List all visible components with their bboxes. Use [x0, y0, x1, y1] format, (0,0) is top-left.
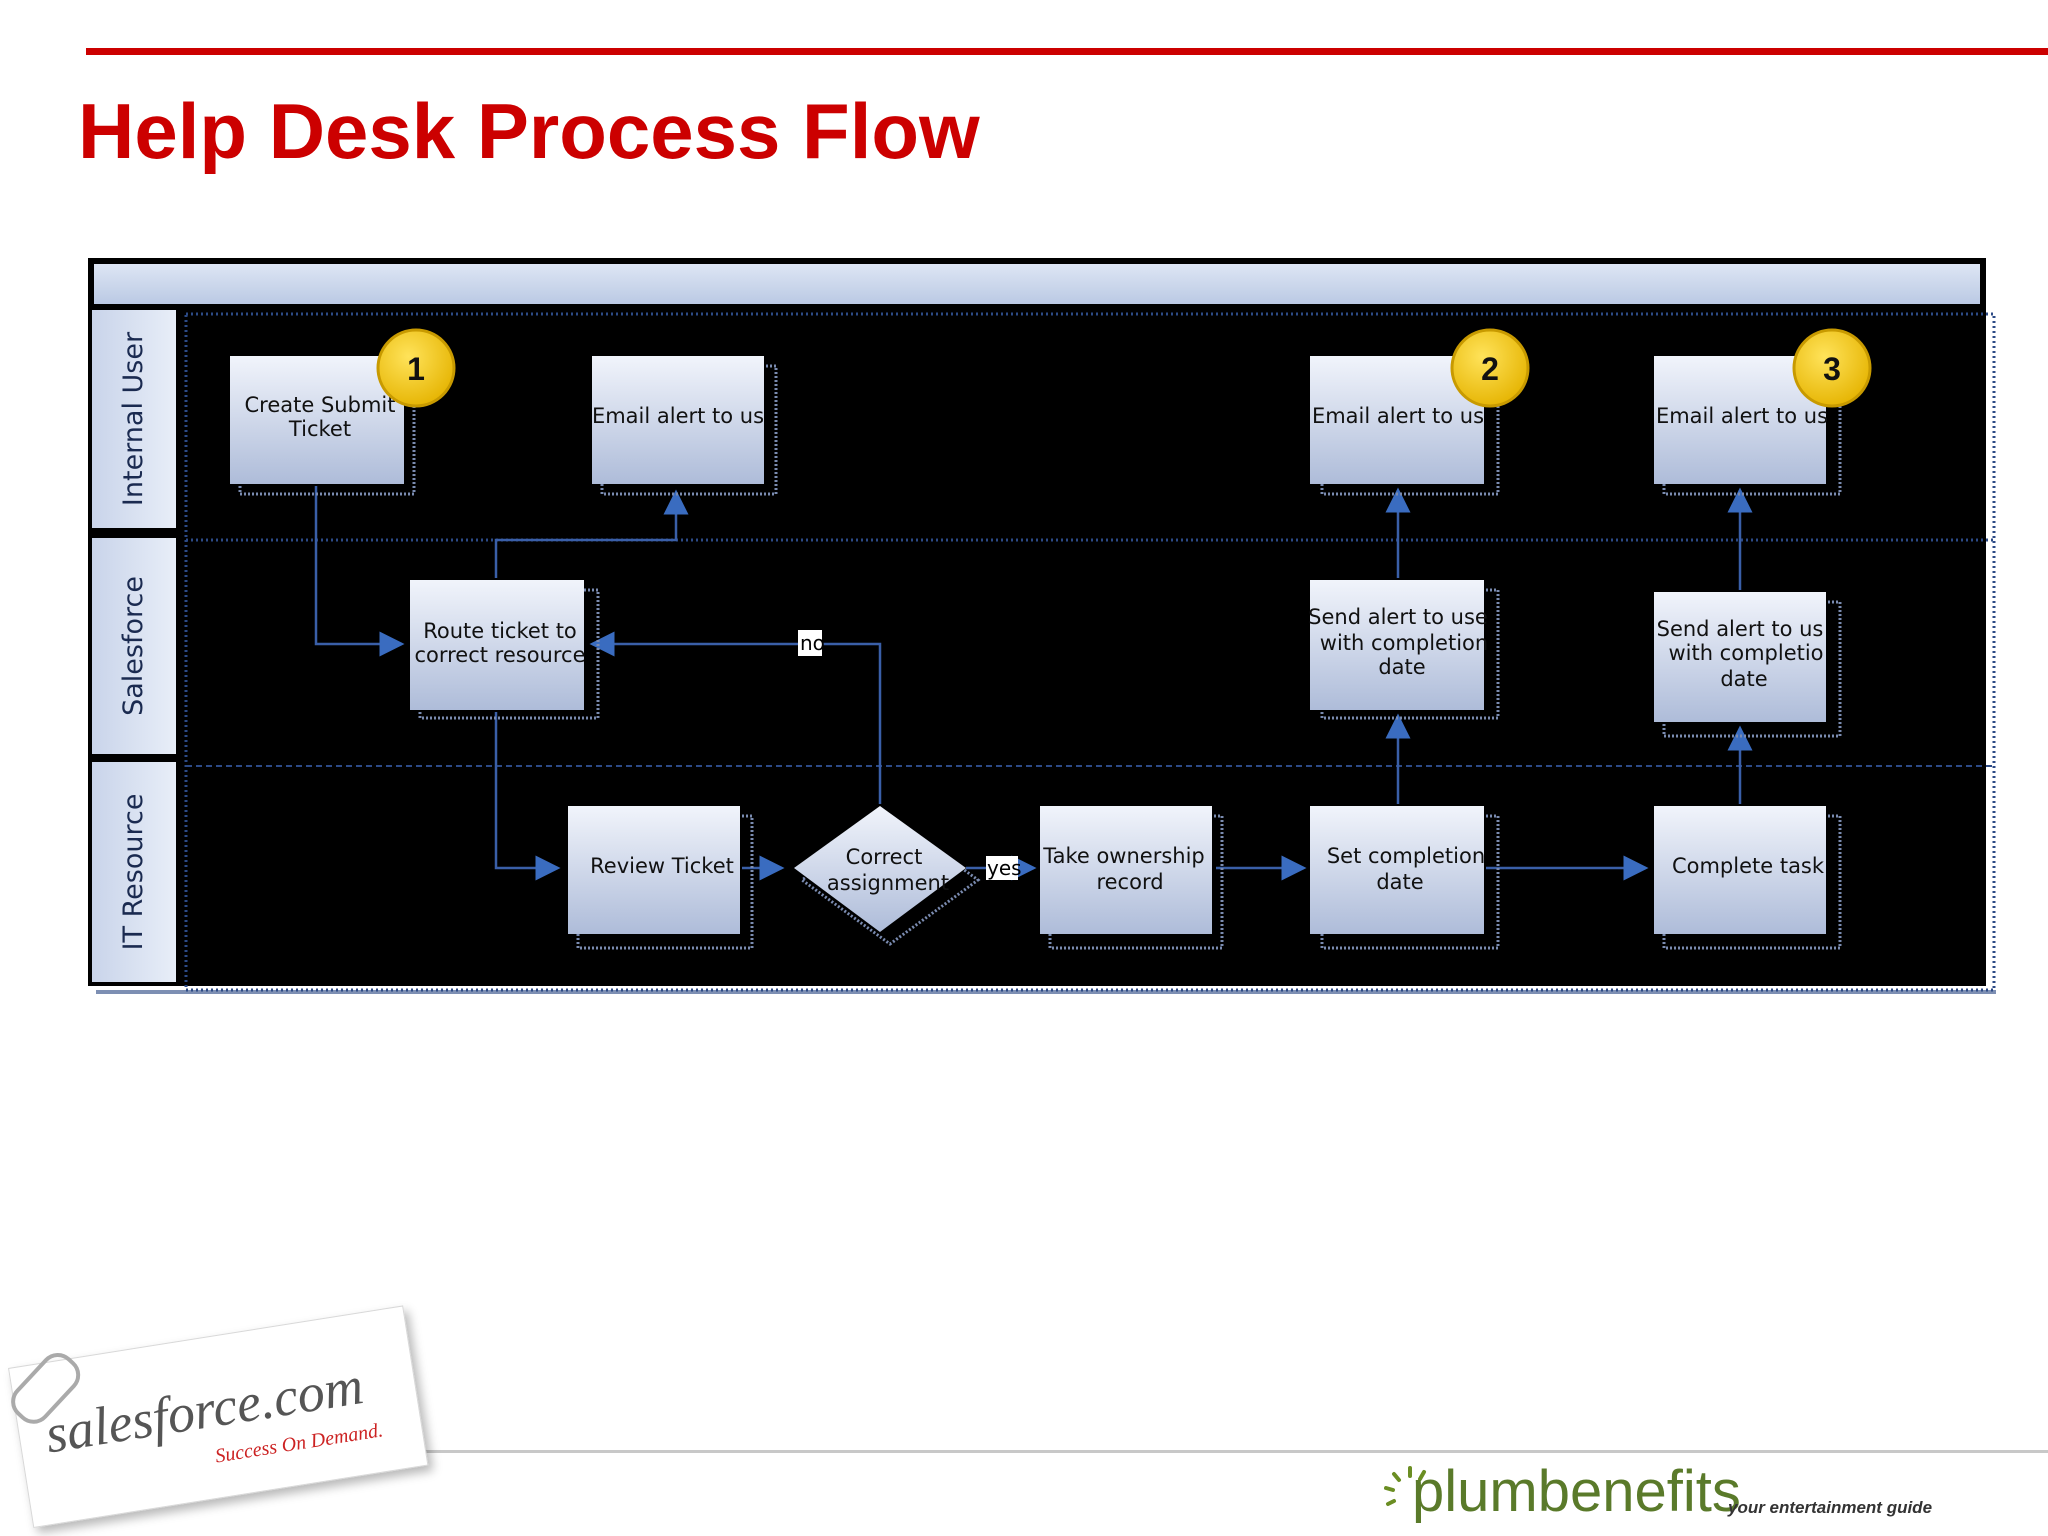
edge-label-no-bg — [798, 630, 822, 656]
email-alert-3-text: Email alert to us — [1656, 404, 1828, 428]
plumbenefits-tagline: your entertainment guide — [1728, 1498, 1933, 1517]
page-title: Help Desk Process Flow — [78, 87, 980, 175]
take-ownership-line-1: Take ownership — [1042, 844, 1205, 868]
edge-route-to-email-1 — [494, 489, 689, 578]
edge-decision-no — [589, 631, 882, 804]
take-ownership-line-2: record — [1096, 870, 1163, 894]
set-completion-line-2: date — [1376, 870, 1423, 894]
send-alert-1-line-1: Send alert to use — [1308, 605, 1488, 629]
step-badge-2-text: 2 — [1481, 351, 1499, 387]
email-alert-1-text: Email alert to us — [592, 404, 764, 428]
create-ticket-line-2: Ticket — [288, 417, 351, 441]
edge-label-yes: yes — [987, 856, 1022, 880]
frame-shadow — [96, 990, 1996, 994]
step-badge-3 — [1792, 328, 1872, 408]
complete-task-text: Complete task — [1672, 854, 1825, 878]
step-badge-1 — [376, 328, 456, 408]
route-ticket-line-2: correct resource — [414, 643, 585, 667]
send-alert-2-line-2: with completio — [1668, 641, 1823, 665]
send-alert-1-box — [1310, 580, 1484, 710]
correct-assignment-line-2: assignment — [827, 871, 949, 895]
send-alert-1-line-2: with completion — [1320, 631, 1488, 655]
route-ticket-box — [410, 580, 584, 710]
pool-header — [90, 260, 1984, 308]
correct-assignment-line-1: Correct — [846, 845, 923, 869]
create-ticket-line-1: Create Submit — [245, 393, 396, 417]
step-badge-2 — [1450, 328, 1530, 408]
lane-label-internal-user: Internal User — [118, 331, 149, 506]
lane-label-cell-it-resource — [92, 762, 176, 982]
set-completion-box — [1310, 806, 1484, 934]
take-ownership-box — [1040, 806, 1212, 934]
review-ticket-text: Review Ticket — [590, 854, 734, 878]
lane-label-cell-salesforce — [92, 538, 176, 754]
route-ticket-line-1: Route ticket to — [423, 619, 577, 643]
plumbenefits-wordmark: plumbenefits — [1412, 1459, 1741, 1524]
edge-create-to-route — [314, 486, 405, 657]
send-alert-2-line-1: Send alert to us — [1657, 617, 1824, 641]
send-alert-2-box — [1654, 592, 1826, 722]
connectors — [314, 486, 1753, 881]
lane-label-salesforce: Salesforce — [118, 576, 149, 716]
review-ticket-box — [568, 806, 740, 934]
plumbenefits-logo: plumbenefits your entertainment guide — [1380, 1456, 1940, 1536]
edge-label-yes-bg — [986, 856, 1018, 880]
send-alert-1-line-3: date — [1378, 655, 1425, 679]
correct-assignment-diamond — [794, 806, 966, 932]
email-alert-1-box — [592, 356, 764, 484]
sparkle-icon — [1384, 1466, 1426, 1506]
complete-task-box — [1654, 806, 1826, 934]
email-alert-2-text: Email alert to us — [1312, 404, 1484, 428]
lane-label-it-resource: IT Resource — [118, 794, 149, 951]
lanes-border — [184, 312, 1996, 992]
footer-rule — [400, 1450, 2048, 1453]
step-badge-1-text: 1 — [407, 351, 425, 387]
step-badge-3-text: 3 — [1823, 351, 1841, 387]
edge-label-no: no — [800, 631, 825, 655]
create-ticket-box — [230, 356, 404, 484]
set-completion-line-1: Set completion — [1327, 844, 1485, 868]
send-alert-2-line-3: date — [1720, 667, 1767, 691]
title-rule — [86, 48, 2048, 55]
edge-route-to-review — [494, 712, 561, 881]
lane-label-cell-internal-user — [92, 310, 176, 528]
